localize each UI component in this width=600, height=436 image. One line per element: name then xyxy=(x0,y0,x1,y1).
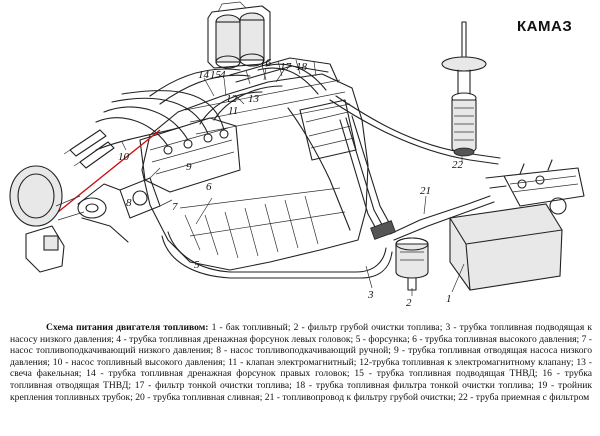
fine-fuel-filter xyxy=(207,1,271,69)
callout-4: 4 xyxy=(220,69,226,81)
intake-pipe-with-filter xyxy=(441,21,487,157)
caption-body: 1 - бак топливный; 2 - фильтр грубой очи… xyxy=(10,322,592,403)
callout-14: 14 xyxy=(198,69,210,81)
callout-1: 1 xyxy=(446,293,452,305)
callout-15: 15 xyxy=(210,69,222,81)
callout-11: 11 xyxy=(228,105,238,117)
caption-title: Схема питания двигателя топливом: xyxy=(46,322,209,333)
brand-label: КАМАЗ xyxy=(517,18,573,35)
callout-6: 6 xyxy=(206,181,212,193)
diagram-caption: Схема питания двигателя топливом: 1 - ба… xyxy=(10,322,592,403)
callout-21: 21 xyxy=(420,185,431,197)
callout-18: 18 xyxy=(296,61,308,73)
low-pressure-pump xyxy=(119,167,173,219)
callout-5: 5 xyxy=(194,259,200,271)
callout-2: 2 xyxy=(406,297,412,309)
callout-10: 10 xyxy=(118,151,130,163)
callout-8: 8 xyxy=(126,197,132,209)
pipe-tee-clamp xyxy=(370,220,396,240)
callout-3: 3 xyxy=(367,289,374,301)
fuel-system-diagram: 1 2 3 4 5 6 7 8 9 10 11 12 13 14 15 16 1… xyxy=(9,1,585,309)
coarse-fuel-filter xyxy=(395,237,429,291)
leader-lines xyxy=(121,67,465,296)
fuel-tank xyxy=(449,159,585,291)
high-pressure-pump xyxy=(139,117,241,193)
callout-12: 12 xyxy=(226,93,238,105)
high-pressure-lines xyxy=(63,85,283,169)
fan-assembly xyxy=(9,165,129,273)
callout-13: 13 xyxy=(248,93,260,105)
callout-17: 17 xyxy=(280,61,292,73)
callout-16: 16 xyxy=(260,57,272,69)
callout-22: 22 xyxy=(452,159,464,171)
supply-lines xyxy=(161,95,501,279)
callout-9: 9 xyxy=(186,161,192,173)
callout-7: 7 xyxy=(172,201,178,213)
